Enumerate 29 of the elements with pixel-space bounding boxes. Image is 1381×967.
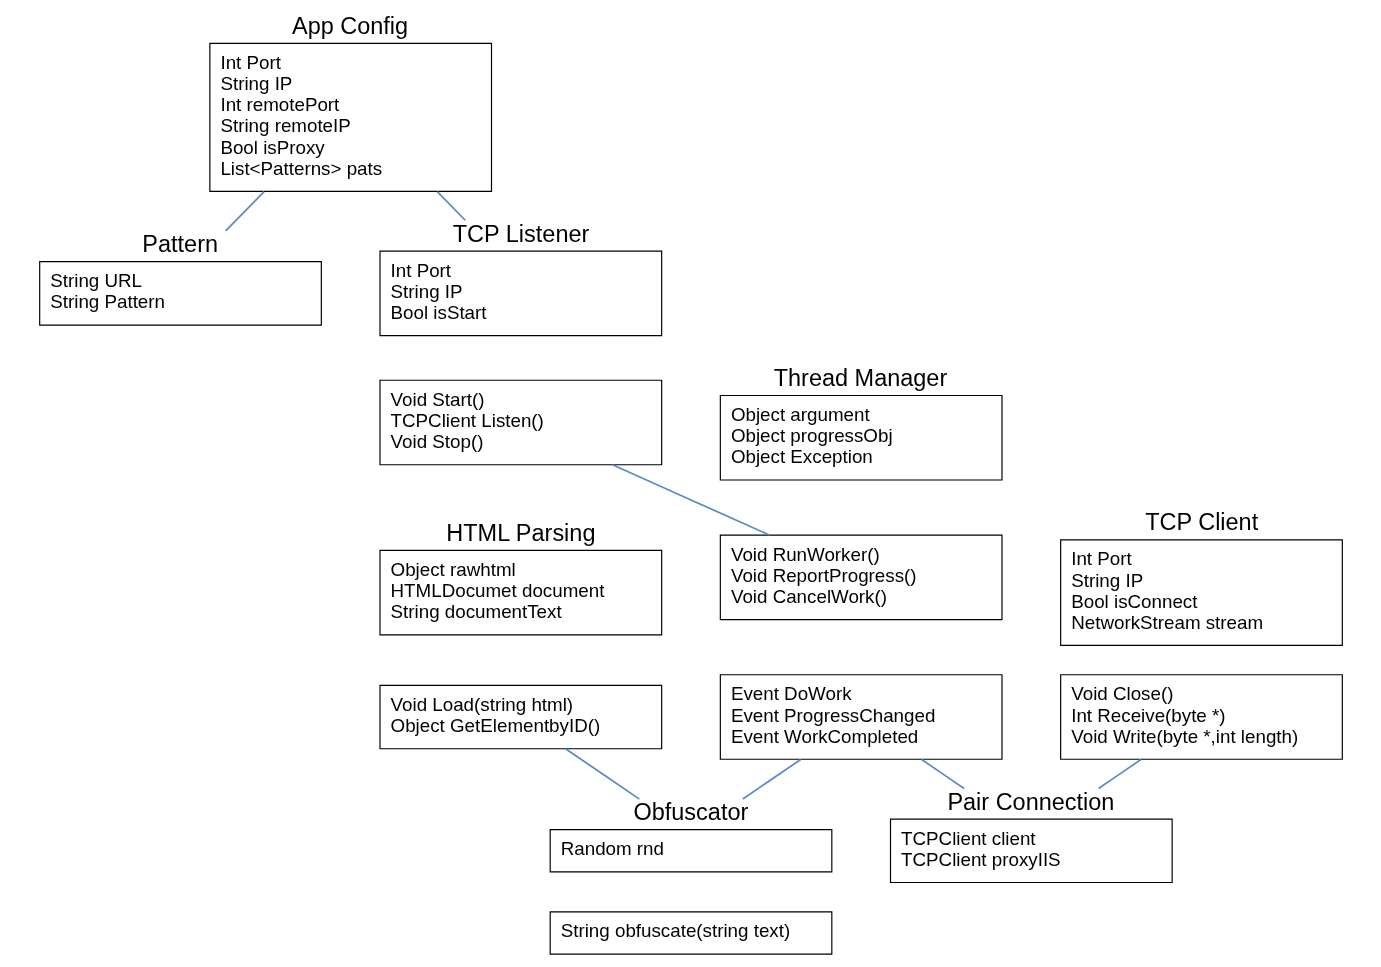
connector bbox=[564, 747, 640, 800]
node-box: Object rawhtml HTMLDocumet document String documentText bbox=[378, 549, 662, 636]
connector bbox=[920, 758, 965, 790]
connector bbox=[1097, 758, 1142, 790]
node-label: App Config bbox=[291, 13, 408, 40]
connector bbox=[741, 758, 802, 800]
node-box: Int Port String IP Int remotePort String remoteIP Bool isProxy List<Patterns> pats bbox=[208, 42, 492, 192]
node-box: Void Start() TCPClient Listen() Void Stop() bbox=[378, 379, 662, 466]
node-box: Random rnd bbox=[549, 829, 832, 873]
node-label: TCP Client bbox=[1144, 509, 1258, 536]
node-box: Void Load(string html) Object GetElementbyID() bbox=[378, 684, 662, 750]
node-box: Int Port String IP Bool isConnect NetworkStream stream bbox=[1059, 539, 1343, 647]
node-label: Pair Connection bbox=[946, 788, 1114, 815]
connector bbox=[224, 190, 265, 232]
connector bbox=[435, 190, 466, 222]
node-box: TCPClient client TCPClient proxyIIS bbox=[889, 818, 1173, 884]
node-label: Pattern bbox=[141, 231, 218, 258]
node-box: Event DoWork Event ProgressChanged Event WorkCompleted bbox=[719, 674, 1003, 760]
node-label: HTML Parsing bbox=[445, 520, 595, 546]
node-box: String URL String Pattern bbox=[38, 261, 322, 326]
node-box: Object argument Object progressObj Object Exception bbox=[719, 394, 1003, 481]
node-box: String obfuscate(string text) bbox=[549, 911, 832, 955]
node-box: Void Close() Int Receive(byte *) Void Write(byte *,int length) bbox=[1059, 674, 1343, 760]
node-label: Obfuscator bbox=[633, 799, 748, 826]
connector bbox=[611, 463, 770, 536]
node-label: Thread Manager bbox=[773, 365, 947, 392]
node-box: Int Port String IP Bool isStart bbox=[378, 250, 662, 337]
node-box: Void RunWorker() Void ReportProgress() Void CancelWork() bbox=[719, 534, 1003, 621]
node-label: TCP Listener bbox=[452, 220, 589, 247]
